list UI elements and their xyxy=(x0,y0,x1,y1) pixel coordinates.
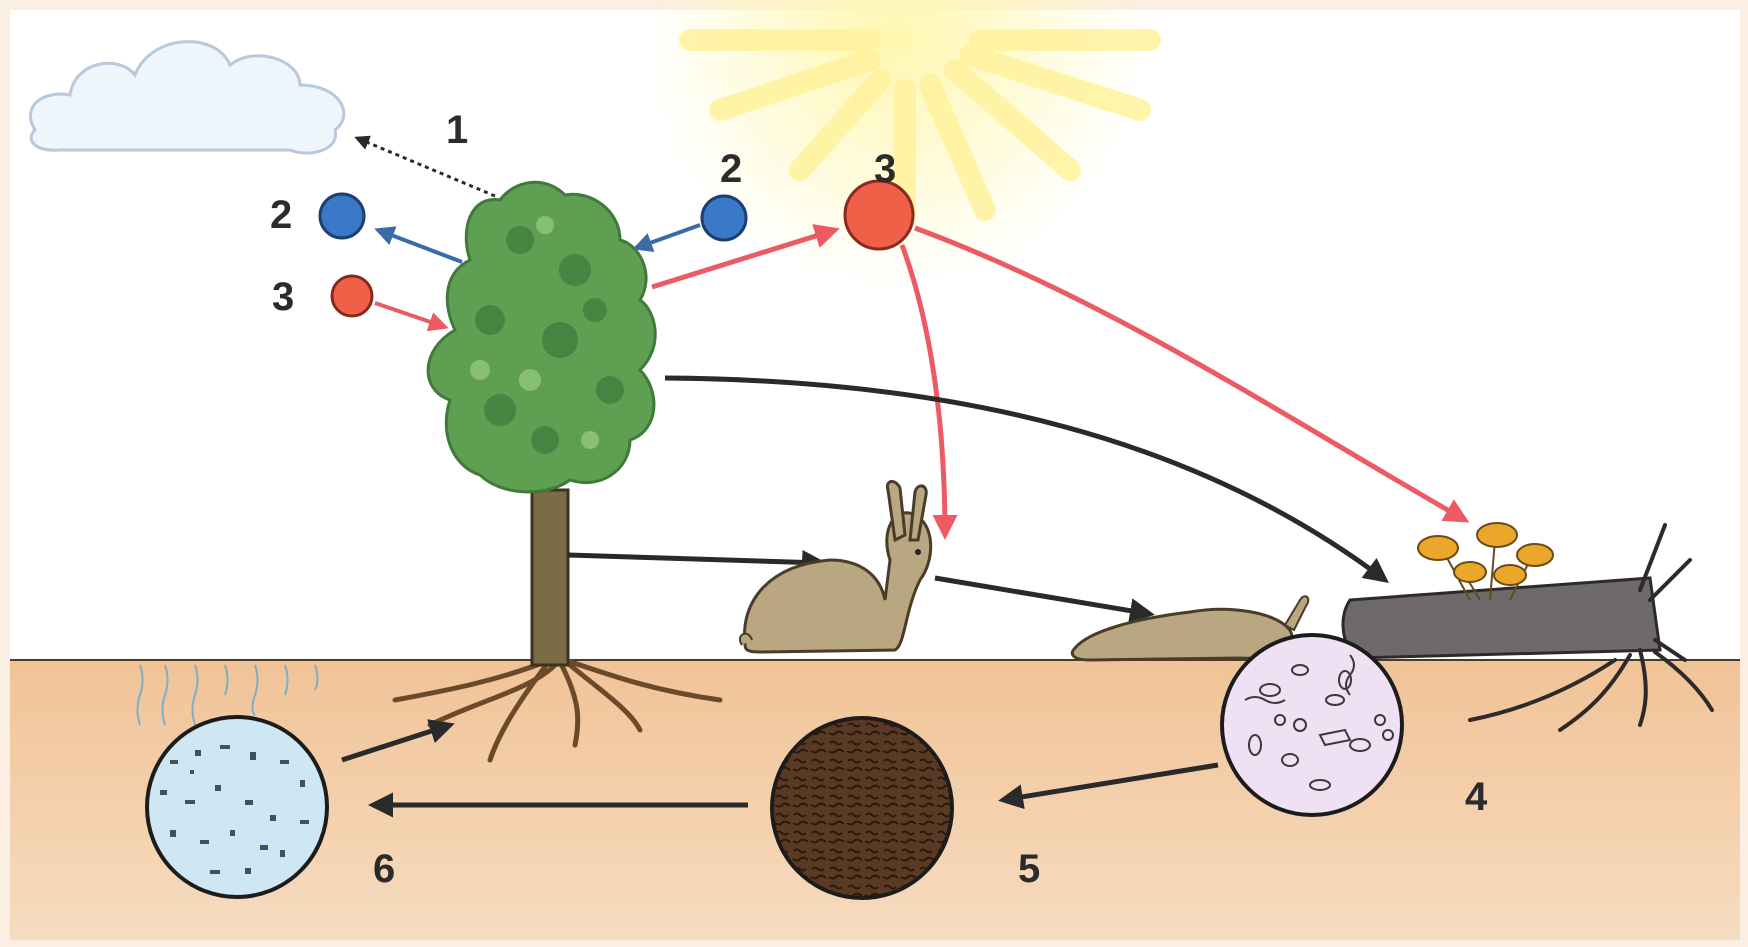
label-o2-out: 3 xyxy=(874,147,896,191)
minerals-circle xyxy=(147,717,327,897)
label-humus: 5 xyxy=(1018,847,1040,891)
label-evaporation: 1 xyxy=(446,108,468,152)
co2-circle-right xyxy=(702,196,746,240)
label-bacteria: 4 xyxy=(1465,775,1488,819)
co2-circle-left xyxy=(320,194,364,238)
label-minerals: 6 xyxy=(373,847,395,891)
o2-circle-left xyxy=(332,276,372,316)
label-co2-out: 2 xyxy=(270,193,292,237)
bacteria-circle xyxy=(1222,635,1402,815)
label-co2-in: 2 xyxy=(720,147,742,191)
humus-circle xyxy=(772,718,952,898)
o2-circle-right xyxy=(845,181,913,249)
label-o2-in: 3 xyxy=(272,275,294,319)
